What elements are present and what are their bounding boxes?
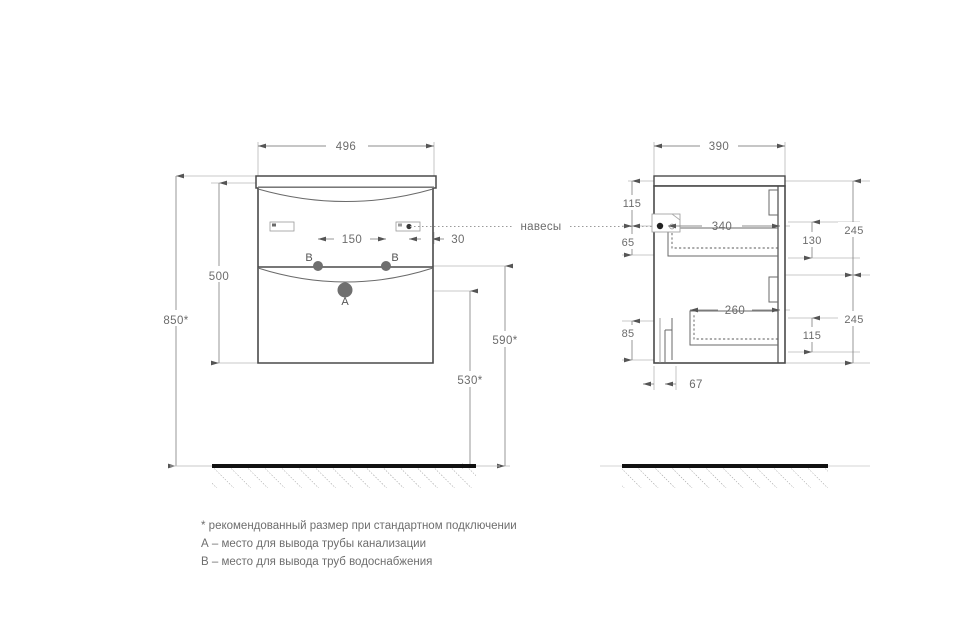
dimension-side-depth: 390 (654, 141, 785, 153)
legend-line-2: А – место для вывода трубы канализации (201, 538, 426, 550)
dimension-lower-drawer-depth-label: 260 (725, 305, 745, 317)
wall-mount-connector-label: навесы (521, 221, 562, 233)
dimension-upper-drawer-height-label: 130 (802, 235, 821, 247)
side-view: 390 (600, 141, 870, 488)
side-view-floor (600, 464, 870, 488)
dimension-bottom-offset-label: 85 (622, 328, 635, 340)
front-floor-hatch (212, 468, 476, 488)
dimension-total-height-label: 850* (163, 315, 188, 327)
dimension-bottom-offset: 85 (615, 318, 641, 363)
legend-line-1: * рекомендованный размер при стандартном… (201, 520, 517, 532)
wall-mount-connector: навесы (410, 221, 665, 233)
dimension-bracket-offset: 30 (409, 234, 465, 246)
upper-drawer-box (667, 227, 778, 257)
dimension-top-offset-label: 115 (623, 198, 641, 210)
dimension-lower-section-height: 245 (838, 272, 870, 366)
dimension-upper-drawer-depth: 340 (668, 221, 780, 233)
dimension-drain-height: 530* (452, 288, 490, 469)
dimension-pipe-spacing: 150 (318, 234, 386, 246)
dimension-bracket-drop-label: 65 (622, 237, 635, 249)
supply-marker-right: B (381, 252, 399, 271)
side-basin-slab (653, 175, 786, 187)
wall-bracket-left-icon (269, 221, 295, 232)
supply-marker-right-label: B (391, 252, 398, 264)
lower-drawer-box (689, 310, 778, 346)
dimension-upper-section-height-label: 245 (844, 225, 863, 237)
lower-drawer-handle (768, 276, 778, 303)
dimension-supply-height: 590* (487, 263, 525, 469)
supply-marker-left-label: B (305, 252, 312, 264)
side-floor-hatch (622, 468, 828, 488)
dimension-bracket-offset-label: 30 (451, 234, 465, 246)
dimension-lower-drawer-height-label: 115 (803, 330, 821, 342)
dimension-cabinet-height-label: 500 (209, 271, 229, 283)
front-view: 496 850* 500 (158, 141, 525, 488)
cabinet-outline (257, 188, 434, 364)
dimension-foot-offset: 67 (643, 379, 703, 391)
dimension-front-width: 496 (258, 141, 434, 153)
dimension-lower-drawer-depth: 260 (690, 305, 780, 317)
dimension-bracket-drop: 65 (615, 223, 641, 258)
upper-drawer-handle (768, 189, 778, 216)
supply-marker-left: B (305, 252, 323, 271)
dimension-total-height: 850* (158, 173, 194, 469)
dimension-lower-drawer-height: 115 (797, 315, 827, 355)
upper-drawer-curve (257, 188, 434, 202)
upper-drawer-hidden-edge (671, 230, 778, 249)
dimension-upper-drawer-height: 130 (797, 219, 827, 261)
front-view-floor (170, 464, 500, 488)
drain-marker: A (337, 282, 353, 308)
dimension-drain-height-label: 530* (457, 375, 482, 387)
siphon-outline (664, 318, 673, 363)
dimension-supply-height-label: 590* (492, 335, 517, 347)
dimension-front-width-label: 496 (336, 141, 356, 153)
dimension-lower-section-height-label: 245 (844, 314, 863, 326)
drain-marker-label: A (341, 296, 349, 308)
lower-drawer-hidden-edge (693, 313, 778, 340)
legend-notes: * рекомендованный размер при стандартном… (201, 520, 517, 568)
dimension-upper-drawer-depth-label: 340 (712, 221, 732, 233)
legend-line-3: В – место для вывода труб водоснабжения (201, 556, 432, 568)
dimension-top-offset: 115 (618, 178, 646, 229)
front-cabinet-body (255, 175, 437, 364)
wall-bracket-right-icon (395, 221, 421, 232)
side-cabinet-outline (653, 185, 786, 364)
dimension-pipe-spacing-label: 150 (342, 234, 362, 246)
side-cabinet-body (653, 175, 786, 364)
dimension-cabinet-height: 500 (203, 180, 236, 366)
dimension-foot-offset-label: 67 (689, 379, 703, 391)
side-wall-bracket-icon (651, 213, 681, 233)
lower-drawer-curve (257, 267, 434, 283)
dimension-side-depth-label: 390 (709, 141, 729, 153)
dimension-upper-section-height: 245 (838, 178, 870, 278)
